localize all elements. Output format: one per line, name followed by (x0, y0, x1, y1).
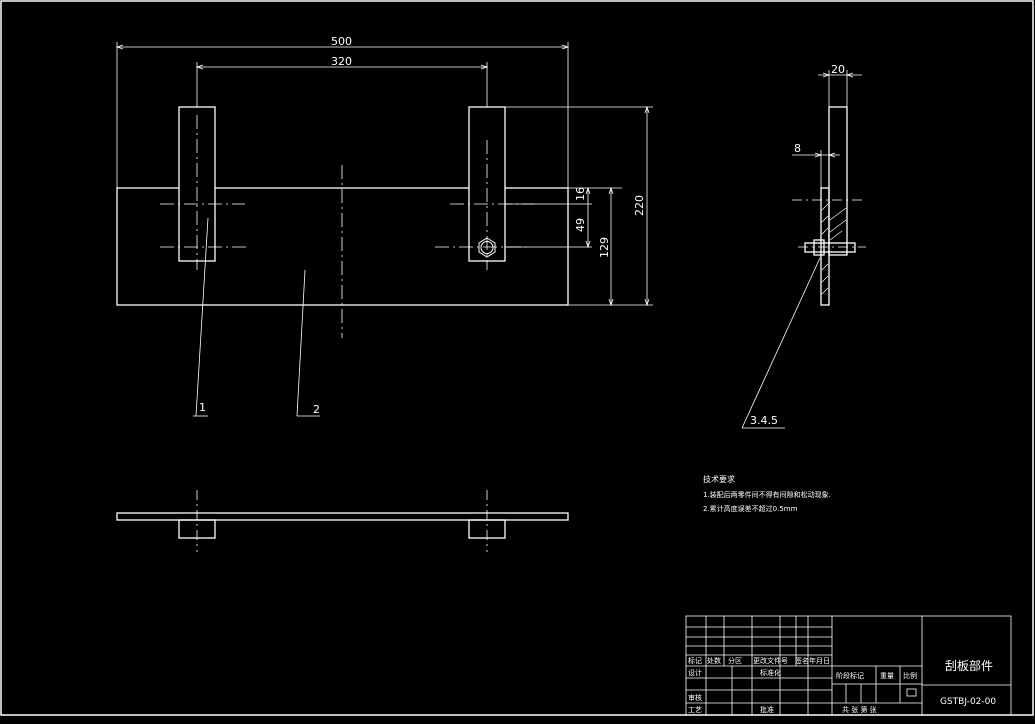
tb-mark: 标记 (688, 656, 702, 665)
dim-220: 220 (633, 195, 646, 216)
tb-scale: 比例 (903, 671, 917, 680)
side-hatching (821, 203, 847, 295)
tb-zone: 分区 (728, 656, 742, 665)
notes-line-1: 1.装配后两零件间不得有间隙和松动现象. (703, 490, 831, 499)
dim-500: 500 (331, 35, 352, 48)
dim-16: 16 (574, 187, 587, 201)
side-centerlines (792, 199, 866, 248)
tb-process: 工艺 (688, 706, 702, 714)
tb-date: 年月日 (809, 656, 830, 665)
side-plate (820, 187, 830, 306)
notes-heading: 技术要求 (703, 474, 735, 484)
dim-320: 320 (331, 55, 352, 68)
tb-sign: 签名 (795, 656, 809, 665)
front-view (116, 106, 569, 306)
front-centerlines (160, 115, 535, 338)
bolt-head-hexagon (478, 237, 496, 258)
scraper-plate (116, 187, 569, 306)
title-block (685, 615, 1012, 716)
top-view (116, 512, 569, 539)
tb-standardize: 标准化 (760, 668, 781, 677)
side-dimensions (792, 70, 862, 188)
top-centerlines (196, 490, 488, 552)
tb-approve: 批准 (760, 705, 774, 714)
balloon-leaders (193, 217, 821, 429)
side-bolt (804, 242, 856, 253)
dim-20: 20 (831, 63, 845, 76)
front-dimensions (115, 42, 653, 307)
tb-design: 设计 (688, 668, 702, 677)
drawing-code: GSTBJ-02-00 (940, 697, 996, 707)
notes-line-2: 2.累计高度误差不超过0.5mm (703, 504, 798, 513)
tb-change-doc: 更改文件号 (753, 656, 788, 665)
tb-count: 处数 (707, 656, 721, 665)
side-bracket (828, 106, 848, 256)
tb-sheets: 共 张 第 张 (842, 705, 877, 714)
top-plate (116, 512, 569, 521)
part-name: 刮板部件 (945, 658, 993, 673)
tb-stage-mark: 阶段标记 (836, 671, 864, 680)
dim-129: 129 (598, 237, 611, 258)
dim-49: 49 (574, 218, 587, 232)
balloon-2: 2 (313, 403, 320, 416)
balloon-345: 3.4.5 (750, 414, 778, 427)
side-nut (813, 239, 825, 256)
balloon-1: 1 (199, 401, 206, 414)
side-view (804, 106, 856, 306)
tb-weight: 重量 (880, 672, 894, 680)
dim-8: 8 (794, 142, 801, 155)
tb-review: 审核 (688, 693, 702, 702)
